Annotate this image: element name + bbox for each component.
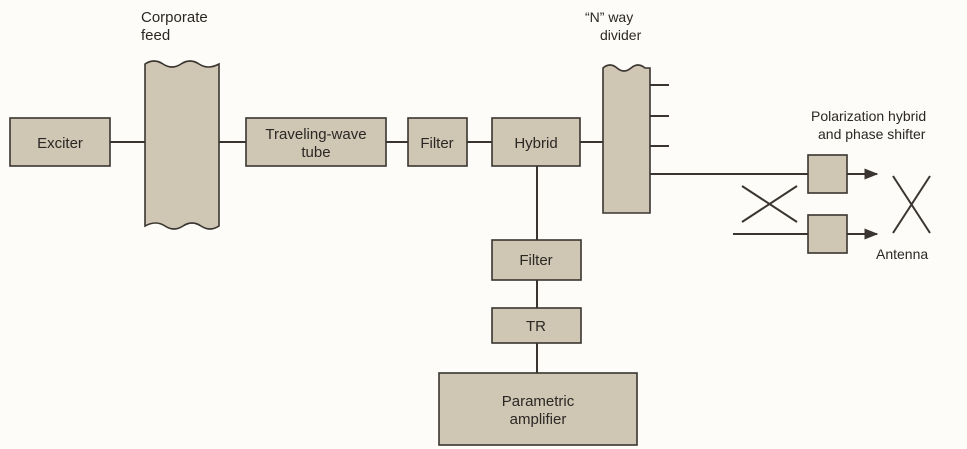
tr-block: [491, 307, 582, 344]
parametric-amplifier-label-line2: amplifier: [510, 411, 567, 428]
filter-bottom-label: Filter: [519, 252, 552, 269]
hybrid-block: [491, 117, 581, 167]
filter-top-block: [407, 117, 468, 167]
polarization-hybrid-block-upper: [807, 154, 848, 194]
divider-label-line1: “N” way: [585, 9, 633, 25]
filter-bottom-block: [491, 239, 582, 281]
traveling-wave-tube-label-line2: tube: [301, 144, 330, 161]
corporate-feed-label-line2: feed: [141, 27, 170, 44]
exciter-label: Exciter: [37, 135, 83, 152]
polarization-label-line2: and phase shifter: [818, 126, 926, 142]
polarization-hybrid-block-lower: [807, 214, 848, 254]
parametric-amplifier-block: [438, 372, 638, 446]
exciter-block: [9, 117, 111, 167]
hybrid-label: Hybrid: [514, 135, 557, 152]
filter-top-label: Filter: [420, 135, 453, 152]
parametric-amplifier-label-line1: Parametric: [502, 393, 575, 410]
polarization-label-line1: Polarization hybrid: [811, 108, 926, 124]
traveling-wave-tube-block: [245, 117, 387, 167]
corporate-feed-label-line1: Corporate: [141, 9, 208, 26]
cross-line-b: [741, 185, 798, 223]
traveling-wave-tube-label-line1: Traveling-wave: [265, 126, 366, 143]
corporate-feed-block: [144, 60, 220, 230]
antenna-label: Antenna: [876, 246, 928, 262]
antenna-icon-stroke-b: [892, 175, 931, 234]
divider-label-line2: divider: [600, 27, 642, 43]
tr-label: TR: [526, 318, 546, 335]
n-way-divider-block: [602, 64, 651, 214]
